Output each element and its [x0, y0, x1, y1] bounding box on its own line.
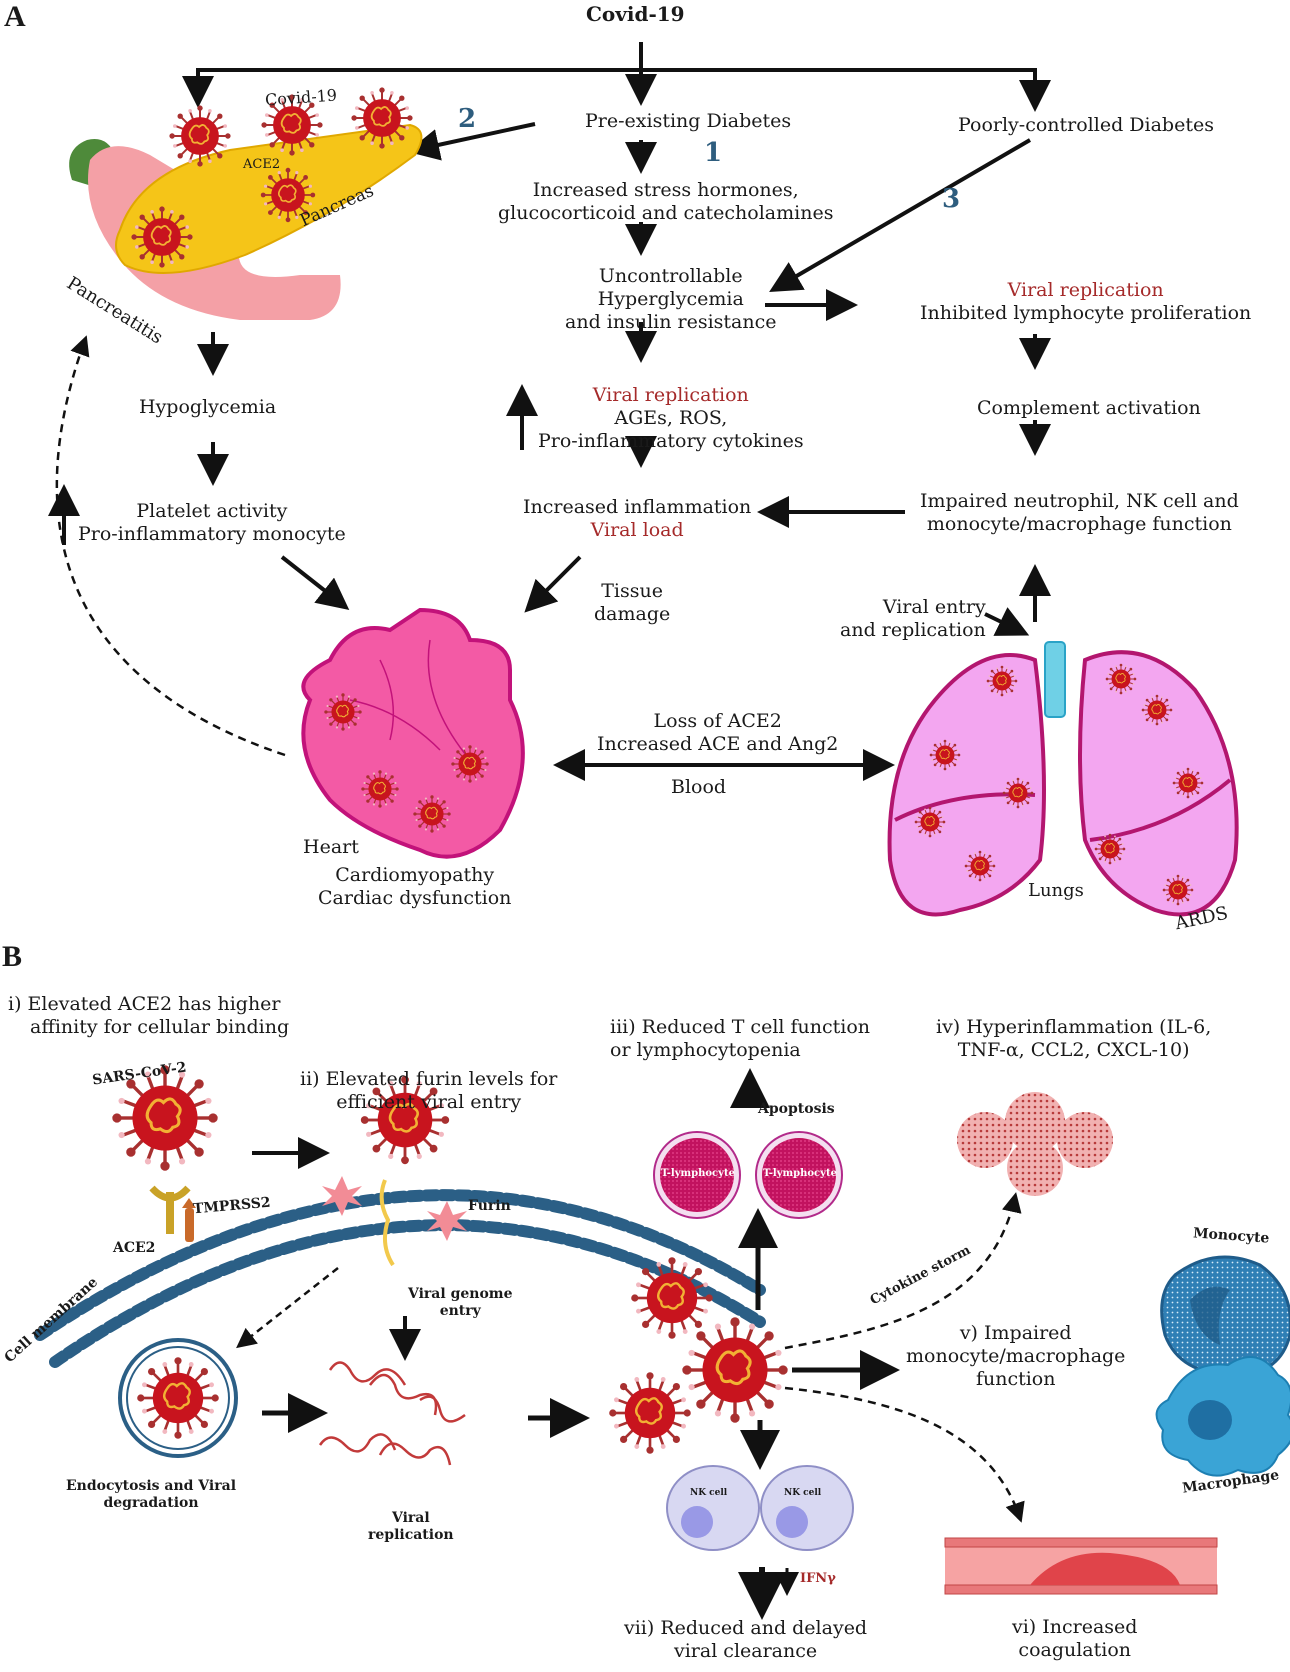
viral-entry-label: Viral entry and replication — [840, 596, 986, 642]
monocyte-icon — [1160, 1255, 1290, 1377]
arrow-platelet-to-heart — [280, 555, 350, 610]
ifn-gamma-label: IFNγ — [800, 1571, 836, 1586]
left-lung-icon — [887, 653, 1046, 917]
virus-icon — [360, 769, 400, 809]
t-lymphocyte-label: T-lymphocyte — [661, 1168, 735, 1179]
step-iii: iii) Reduced T cell function or lymphocy… — [610, 1016, 871, 1062]
virus-icon — [323, 692, 363, 732]
dashed-arrow-to-endocytosis — [236, 1267, 339, 1349]
virus-icon — [450, 744, 490, 784]
step-ii: ii) Elevated furin levels for efficient … — [300, 1068, 558, 1114]
furin-label: Furin — [468, 1198, 511, 1214]
virus-icon — [914, 806, 946, 838]
arrow-3-to-hyper — [769, 138, 1032, 293]
viral-rna-icon — [318, 1361, 466, 1466]
virus-icon — [1141, 694, 1173, 726]
hyperglycemia-node: Uncontrollable Hyperglycemia and insulin… — [565, 265, 777, 334]
arrow-tissue-damage — [524, 555, 582, 613]
heart-label: Heart — [303, 836, 359, 858]
blood-label: Blood — [671, 776, 727, 798]
stress-hormones: Increased stress hormones, glucocorticoi… — [498, 179, 834, 225]
ace2-label: ACE2 — [243, 157, 281, 172]
viral-replication-right-node: Viral replication Inhibited lymphocyte p… — [920, 279, 1252, 325]
virus-icon — [130, 205, 194, 269]
poorly-controlled-diabetes: Poorly-controlled Diabetes — [958, 114, 1214, 136]
right-lung-icon — [1078, 650, 1239, 917]
t-lymphocyte-label: T-lymphocyte — [763, 1168, 837, 1179]
endosome-icon — [118, 1338, 238, 1458]
panel-a-arrows — [48, 42, 1051, 781]
virus-icon — [350, 86, 414, 150]
step-iv: iv) Hyperinflammation (IL-6, TNF-α, CCL2… — [936, 1016, 1212, 1062]
complement-activation: Complement activation — [977, 397, 1201, 419]
heart-icon — [301, 607, 525, 859]
t-lymphocyte-cells — [653, 1131, 843, 1219]
viral-replication-label: Viral replication — [368, 1510, 454, 1544]
pancreas-illustration — [69, 86, 423, 320]
virus-icon — [629, 1255, 715, 1341]
trachea-icon — [1044, 641, 1066, 718]
virus-icon — [607, 1370, 693, 1456]
hypoglycemia: Hypoglycemia — [139, 396, 277, 418]
virus-icon — [1094, 833, 1126, 865]
cytokine-cluster-icon — [957, 1092, 1113, 1196]
virus-icon — [986, 665, 1018, 697]
virus-icon — [1172, 767, 1204, 799]
macrophage-icon — [1155, 1356, 1290, 1477]
lungs-label: Lungs — [1028, 880, 1084, 901]
branch-number-3: 3 — [942, 184, 961, 214]
virus-icon — [1162, 874, 1194, 906]
virus-icon — [929, 739, 961, 771]
impaired-neutrophil-node: Impaired neutrophil, NK cell and monocyt… — [920, 490, 1239, 536]
panel-b-label: B — [2, 940, 23, 973]
ace2-receptor-label: ACE2 — [113, 1240, 156, 1256]
blood-link-above: Loss of ACE2 Increased ACE and Ang2 — [597, 710, 839, 756]
platelet-node: Platelet activity Pro-inflammatory monoc… — [78, 500, 346, 546]
viral-replication-center-node: Viral replication AGEs, ROS, Pro-inflamm… — [538, 384, 804, 453]
virus-icon — [168, 104, 232, 168]
dashed-cytokine-storm-arrow — [784, 1192, 1022, 1350]
virus-icon — [1105, 663, 1137, 695]
virus-icon — [1002, 777, 1034, 809]
nk-cell-label: NK cell — [690, 1488, 728, 1498]
heart-illustration — [301, 607, 525, 859]
viral-genome-icon — [379, 1179, 395, 1267]
step-vi: vi) Increased coagulation — [1012, 1616, 1138, 1662]
endocytosis-label: Endocytosis and Viral degradation — [66, 1478, 237, 1512]
covid-19-root: Covid-19 — [586, 2, 685, 26]
nk-cell-label: NK cell — [784, 1488, 822, 1498]
arrow-viral-entry — [984, 607, 1030, 636]
step-v: v) Impaired monocyte/macrophage function — [906, 1322, 1126, 1391]
arrow-2-to-pancreas — [407, 122, 536, 161]
heart-conditions: Cardiomyopathy Cardiac dysfunction — [318, 864, 512, 910]
step-vii: vii) Reduced and delayed viral clearance — [624, 1617, 868, 1663]
branch-number-1: 1 — [704, 138, 723, 168]
step-i: i) Elevated ACE2 has higher affinity for… — [8, 993, 290, 1039]
furin-icon — [322, 1176, 467, 1241]
nk-cells — [666, 1465, 854, 1551]
blood-vessel-clot-icon — [944, 1537, 1218, 1595]
dashed-heart-to-pancreas — [55, 335, 286, 757]
tissue-damage: Tissue damage — [594, 580, 671, 626]
pre-existing-diabetes: Pre-existing Diabetes — [585, 110, 792, 132]
branch-number-2: 2 — [458, 104, 477, 134]
tmprss2-icon — [182, 1198, 196, 1242]
dashed-coagulation-arrow — [784, 1386, 1025, 1523]
viral-genome-entry-label: Viral genome entry — [408, 1286, 513, 1320]
apoptosis-label: Apoptosis — [758, 1101, 835, 1117]
virus-icon — [964, 850, 996, 882]
inflammation-node: Increased inflammation Viral load — [523, 496, 752, 542]
central-virus-icon — [680, 1315, 790, 1425]
panel-a-label: A — [4, 0, 26, 33]
lungs-illustration — [887, 641, 1239, 917]
virus-icon — [412, 794, 452, 834]
ace2-receptor-icon — [149, 1185, 191, 1234]
